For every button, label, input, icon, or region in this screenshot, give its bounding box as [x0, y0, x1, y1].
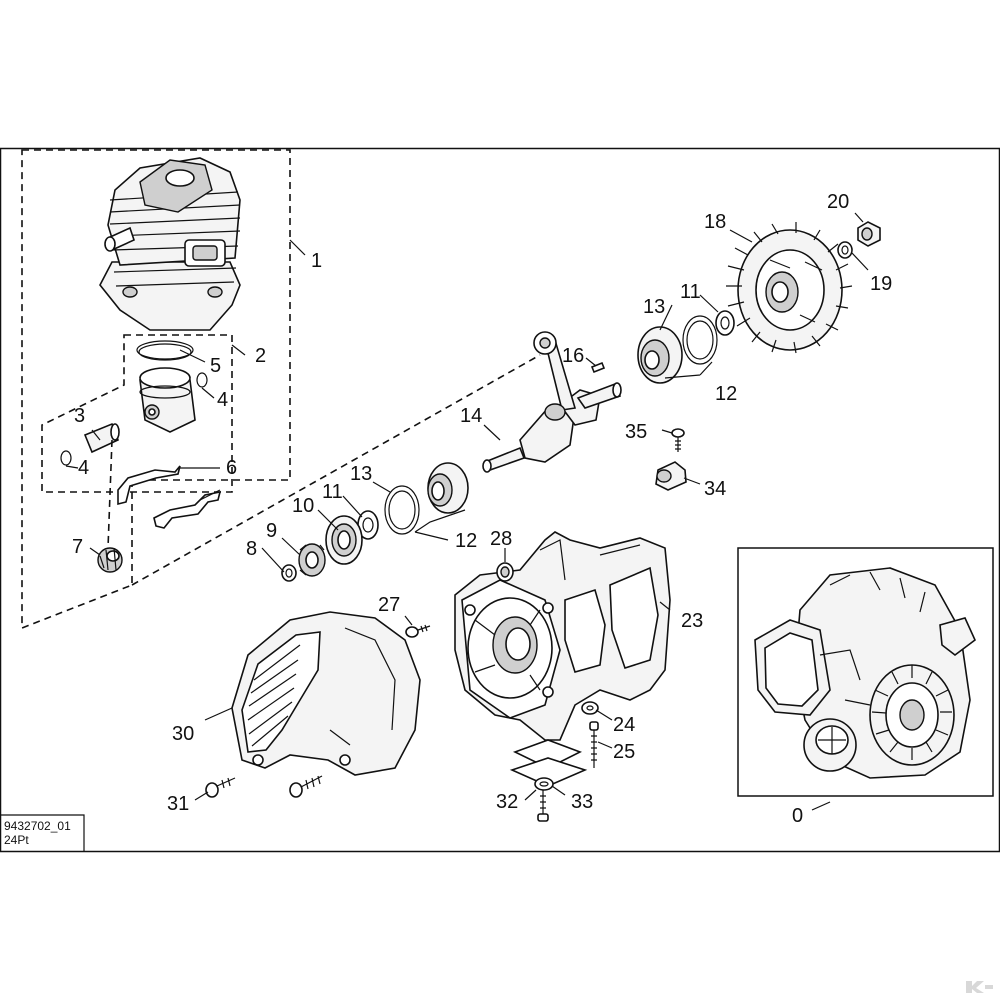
callout-28: 28 — [490, 528, 512, 550]
flywheel-washer — [837, 241, 853, 259]
callout-25: 25 — [613, 741, 635, 763]
callout-33: 33 — [571, 791, 593, 813]
drawing-id-line1: 9432702_01 — [4, 819, 71, 833]
circlip-right — [196, 372, 208, 388]
screw-25 — [589, 721, 599, 768]
drive-gear — [298, 543, 326, 577]
callout-16: 16 — [562, 345, 584, 367]
screw-32 — [537, 790, 549, 822]
bushing-34 — [655, 461, 687, 491]
callout-labels: 1 2 3 4 4 5 6 7 8 9 10 11 11 12 12 13 13… — [72, 191, 892, 827]
callout-11-right: 11 — [680, 281, 701, 303]
callout-13-left: 13 — [350, 463, 372, 485]
drawing-id-box: 9432702_01 24Pt — [0, 814, 85, 851]
callout-8: 8 — [246, 538, 257, 560]
bearing-dashed-line — [107, 439, 113, 549]
callout-7: 7 — [72, 536, 83, 558]
base-gasket — [509, 739, 588, 787]
callout-11-left: 11 — [322, 481, 343, 503]
engine-cover — [231, 611, 421, 776]
flywheel-nut — [857, 221, 881, 247]
assembled-engine-inset — [737, 547, 994, 797]
callout-34: 34 — [704, 478, 726, 500]
oil-seal-left — [427, 462, 469, 514]
o-ring-left — [384, 485, 420, 535]
screw-31b — [289, 775, 323, 798]
callout-31: 31 — [167, 793, 189, 815]
callout-27: 27 — [378, 594, 400, 616]
woodruff-key — [590, 361, 606, 374]
screw-31a — [205, 777, 236, 798]
needle-bearing — [97, 547, 123, 573]
callout-12-right: 12 — [715, 383, 737, 405]
callout-19: 19 — [870, 273, 892, 295]
callout-9: 9 — [266, 520, 277, 542]
piston-pin — [83, 422, 120, 454]
screw-27 — [405, 624, 431, 638]
brand-logo-icon — [966, 981, 993, 993]
cylinder — [99, 157, 241, 331]
screw-35 — [671, 428, 685, 452]
callout-12-left: 12 — [455, 530, 477, 552]
leader-lines — [65, 212, 869, 811]
spacer-washer — [281, 564, 297, 582]
callout-24: 24 — [613, 714, 635, 736]
callout-30: 30 — [172, 723, 194, 745]
callout-5: 5 — [210, 355, 221, 377]
drawing-id-line2: 24Pt — [4, 833, 29, 847]
washer-33 — [534, 777, 554, 791]
bearing-28 — [496, 562, 514, 582]
callout-14: 14 — [460, 405, 482, 427]
ball-bearing-left — [325, 515, 363, 565]
callout-4-right: 4 — [217, 389, 228, 411]
crankcase — [454, 531, 671, 741]
o-ring-right — [682, 315, 718, 365]
callout-32: 32 — [496, 791, 518, 813]
callout-0: 0 — [792, 805, 803, 827]
callout-10: 10 — [292, 495, 314, 517]
callout-23: 23 — [681, 610, 703, 632]
washer-24 — [581, 701, 599, 715]
callout-2: 2 — [255, 345, 266, 367]
callout-35: 35 — [625, 421, 647, 443]
ball-bearing-right — [637, 326, 683, 384]
retaining-clip-upper — [117, 465, 181, 506]
callout-1: 1 — [311, 250, 322, 272]
callout-13-right: 13 — [643, 296, 665, 318]
flywheel — [726, 222, 853, 354]
crankshaft — [482, 331, 622, 473]
circlip-left — [60, 450, 72, 466]
retaining-clip-lower — [153, 490, 222, 529]
callout-3: 3 — [74, 405, 85, 427]
callout-20: 20 — [827, 191, 849, 213]
callout-18: 18 — [704, 211, 726, 233]
washer-right — [715, 310, 735, 336]
piston-ring — [136, 340, 194, 361]
piston — [139, 367, 196, 433]
callout-6: 6 — [226, 457, 237, 479]
callout-4-left: 4 — [78, 457, 89, 479]
